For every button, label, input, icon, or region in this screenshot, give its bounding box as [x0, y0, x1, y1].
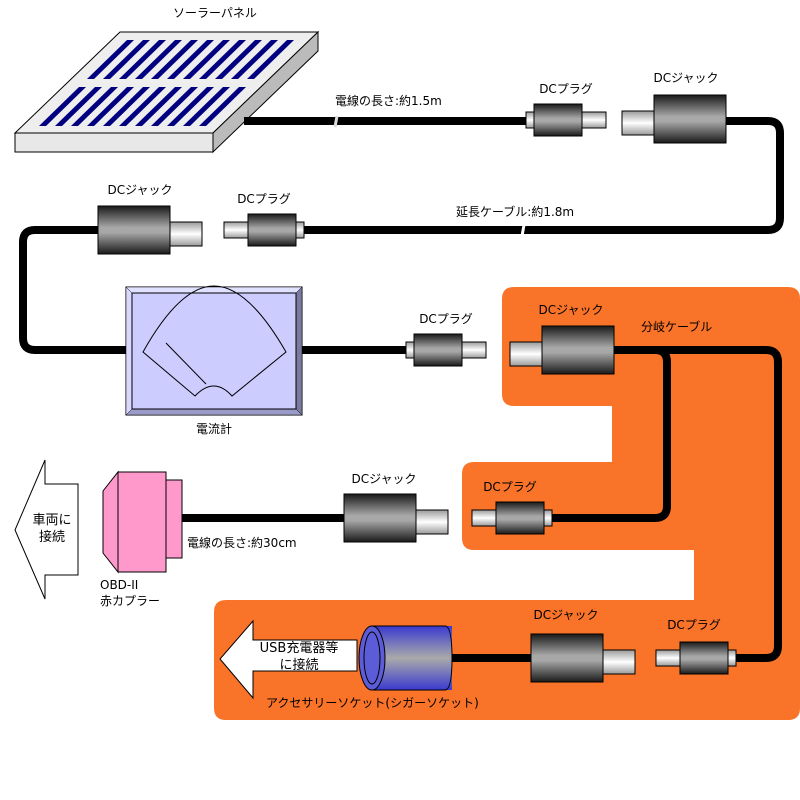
dc-plug-label: DCプラグ: [483, 480, 537, 494]
solar-panel-label: ソーラーパネル: [173, 6, 257, 20]
cable-extension: [302, 117, 784, 234]
dc-jack-body: [97, 205, 171, 255]
cable-jack-to-meter: [19, 226, 128, 354]
solar-cell: [183, 87, 230, 126]
cables: [19, 117, 784, 662]
solar-cell: [103, 40, 150, 79]
dc-jack-pin: [415, 509, 449, 535]
dc-jack-body: [530, 633, 604, 683]
obd-coupler: [102, 470, 183, 574]
solar-cell: [55, 87, 102, 126]
solar-cells-row-1: [87, 40, 294, 79]
cable-break-mark: [520, 224, 526, 237]
obd-coupler-label-line2: 赤カプラー: [100, 594, 161, 608]
dc-plug-tail: [525, 111, 535, 129]
solar-cells-row-2: [39, 87, 246, 126]
solar-cell: [199, 40, 246, 79]
solar-cell: [87, 87, 134, 126]
dc-plug-pin: [461, 341, 487, 359]
dc-jack-body: [653, 94, 727, 144]
vehicle-arrow-line2: 接続: [38, 530, 65, 545]
solar-cell: [215, 40, 262, 79]
accessory-socket-label: アクセサリーソケット(シガーソケット): [266, 696, 479, 710]
solar-cell: [231, 40, 278, 79]
branch-cable-label: 分岐ケーブル: [641, 320, 713, 334]
extension-cable-label: 延長ケーブル:約1.8m: [456, 205, 575, 219]
meter-scale: [142, 285, 287, 397]
dc-plug-pin: [223, 221, 249, 239]
dc-jack-pin: [621, 110, 655, 136]
usb-arrow: [219, 619, 358, 700]
dc-plug-label: DCプラグ: [667, 618, 721, 632]
dc-jack-label: DCジャック: [538, 303, 604, 317]
solar-cell: [135, 87, 182, 126]
cable-branch-a: [612, 346, 782, 662]
solar-panel: [13, 30, 320, 154]
solar-cell: [167, 87, 214, 126]
obd-wire-length-label: 電線の長さ:約30cm: [187, 536, 297, 550]
dc-plug-pin: [471, 509, 497, 527]
solar-cell: [151, 40, 198, 79]
vehicle-arrow: [14, 459, 79, 600]
cable-break-mark: [333, 115, 339, 128]
solar-cell: [119, 87, 166, 126]
dc-jack-pin: [169, 221, 203, 247]
dc-plug-label: DCプラグ: [539, 82, 593, 96]
solar-cell: [103, 87, 150, 126]
solar-cell: [71, 87, 118, 126]
dc-plug-tail: [543, 509, 553, 527]
dc-plug-pin: [655, 649, 681, 667]
solar-cell: [151, 87, 198, 126]
solar-cell: [39, 87, 86, 126]
usb-arrow-line1: USB充電器等: [259, 641, 339, 656]
solar-cell: [119, 40, 166, 79]
accessory-socket: [358, 625, 453, 691]
solar-cell: [87, 40, 134, 79]
dc-plug-body: [533, 103, 583, 137]
dc-plug-body: [413, 333, 463, 367]
panel-wire-length-label: 電線の長さ:約1.5m: [335, 94, 442, 108]
ammeter-label: 電流計: [195, 422, 233, 436]
solar-cell: [167, 40, 214, 79]
usb-arrow-text: USB充電器等 に接続: [240, 640, 358, 674]
dc-plug-body: [495, 501, 545, 535]
solar-cell: [135, 40, 182, 79]
solar-cell: [183, 40, 230, 79]
dc-plug-label: DCプラグ: [237, 192, 291, 206]
solar-cell: [247, 40, 294, 79]
obd-coupler-label-line1: OBD-II: [100, 578, 139, 592]
vehicle-arrow-text: 車両に 接続: [26, 512, 78, 546]
dc-jack-body: [541, 325, 615, 375]
vehicle-arrow-line1: 車両に: [32, 513, 72, 528]
solar-cell: [199, 87, 246, 126]
dc-jack-label: DCジャック: [107, 183, 173, 197]
ammeter: [125, 285, 303, 416]
dc-plug-body: [679, 641, 729, 675]
dc-plug-label: DCプラグ: [419, 312, 473, 326]
dc-jack-label: DCジャック: [533, 608, 599, 622]
dc-jack-pin: [509, 341, 543, 367]
dc-jack-label: DCジャック: [351, 472, 417, 486]
cable-branch-b: [552, 346, 671, 522]
dc-jack-label: DCジャック: [653, 71, 719, 85]
dc-plug-tail: [727, 649, 737, 667]
dc-plug-tail: [405, 341, 415, 359]
dc-plug-tail: [295, 221, 305, 239]
usb-arrow-line2: に接続: [279, 658, 319, 673]
dc-jack-body: [343, 493, 417, 543]
dc-plug-body: [247, 213, 297, 247]
dc-plug-pin: [581, 111, 607, 129]
meter-needle: [165, 342, 207, 385]
dc-jack-pin: [602, 649, 636, 675]
